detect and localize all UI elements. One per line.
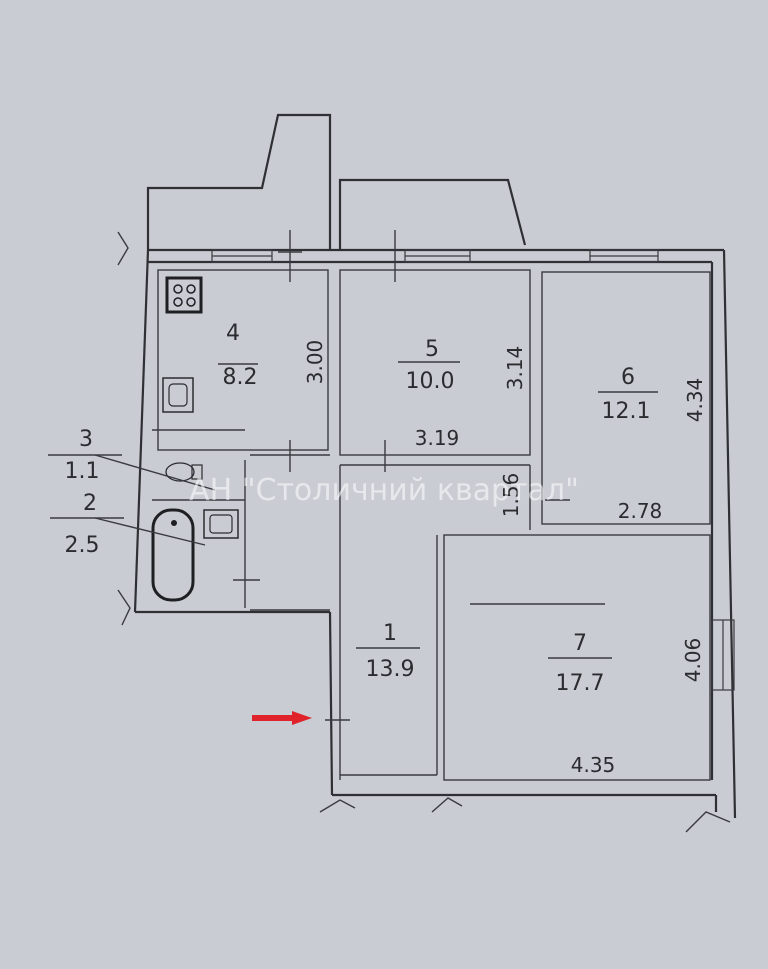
room-5-number: 5 — [425, 337, 439, 362]
room-6-number: 6 — [621, 365, 635, 390]
dim-room6-height: 4.34 — [683, 378, 707, 423]
bathtub-icon — [151, 508, 195, 602]
dim-room7-width: 4.35 — [571, 753, 616, 777]
entry-arrow-icon — [252, 711, 312, 725]
room-7-number: 7 — [573, 631, 587, 656]
watermark-text: АН "Столичний квартал" — [189, 473, 579, 508]
dim-corridor-width: 1.56 — [499, 473, 523, 518]
sink-icon — [162, 377, 194, 413]
room-1-number: 1 — [383, 621, 397, 646]
room-2-area: 2.5 — [65, 533, 100, 558]
windows — [211, 249, 735, 691]
room-area: 8.2 — [223, 365, 258, 390]
room-1-area: 13.9 — [366, 657, 415, 682]
room-5-area: 10.0 — [406, 369, 455, 394]
washbasin-icon — [203, 509, 239, 539]
room-4-number: 4 — [226, 321, 240, 346]
room-2-number: 2 — [83, 491, 97, 516]
interior-walls — [152, 230, 711, 781]
dim-room7-height: 4.06 — [681, 638, 705, 683]
dim-room4-height: 3.00 — [303, 340, 327, 385]
stove-icon — [165, 276, 203, 314]
dim-room5-width: 3.19 — [415, 426, 460, 450]
room-label-4: 8.2 — [218, 363, 258, 390]
room-3-area: 1.1 — [65, 459, 100, 484]
room-7-area: 17.7 — [556, 671, 605, 696]
room-3-number: 3 — [79, 427, 93, 452]
dim-room6-width: 2.78 — [618, 499, 663, 523]
room-6-area: 12.1 — [602, 399, 651, 424]
toilet-icon — [165, 462, 203, 482]
dim-room5-height: 3.14 — [503, 346, 527, 391]
